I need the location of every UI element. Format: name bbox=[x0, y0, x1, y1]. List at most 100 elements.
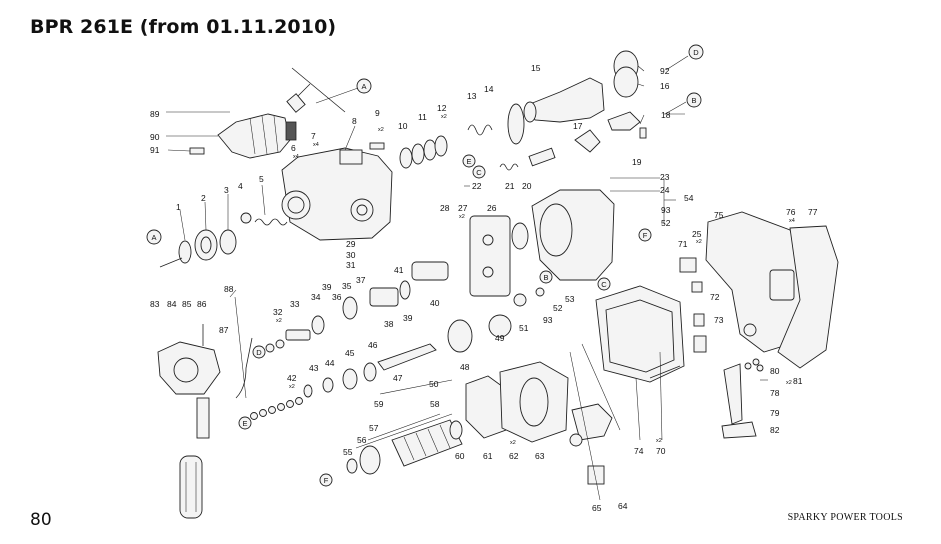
callout-29: 29 bbox=[346, 239, 356, 249]
callout-1: 1 bbox=[176, 202, 181, 212]
callout-87: 87 bbox=[219, 325, 229, 335]
callout-49: 49 bbox=[495, 333, 505, 343]
callout-43: 43 bbox=[309, 363, 319, 373]
callout-86: 86 bbox=[197, 299, 207, 309]
callout-92: 92 bbox=[660, 66, 670, 76]
callout-3: 3 bbox=[224, 185, 229, 195]
callout-26: 26 bbox=[487, 203, 497, 213]
quantity-marks: x2 x4 x4 x2 x2 x2 x2 x2 x2 x2 x4 x2 bbox=[276, 114, 795, 446]
callout-55: 55 bbox=[343, 447, 353, 457]
callout-42: 42 bbox=[287, 373, 297, 383]
callout-39-top: 39 bbox=[322, 282, 332, 292]
callout-24: 24 bbox=[660, 185, 670, 195]
svg-text:x2: x2 bbox=[656, 438, 662, 444]
svg-text:x4: x4 bbox=[293, 154, 299, 160]
callout-52-top: 52 bbox=[661, 218, 671, 228]
callout-25: 25 bbox=[692, 229, 702, 239]
leader-lines bbox=[166, 55, 768, 501]
callout-19: 19 bbox=[632, 157, 642, 167]
callout-7: 7 bbox=[311, 131, 316, 141]
callout-84: 84 bbox=[167, 299, 177, 309]
callout-51: 51 bbox=[519, 323, 529, 333]
reference-markers: A A D B E C B C F D E F bbox=[146, 44, 704, 487]
svg-text:D: D bbox=[693, 48, 699, 57]
motor-housing bbox=[595, 285, 685, 383]
callout-58: 58 bbox=[430, 399, 440, 409]
page-title: BPR 261E (from 01.11.2010) bbox=[30, 16, 337, 38]
callout-31: 31 bbox=[346, 260, 356, 270]
chuck-key bbox=[286, 67, 346, 113]
callout-17: 17 bbox=[573, 121, 583, 131]
callout-41: 41 bbox=[394, 265, 404, 275]
callout-59: 59 bbox=[374, 399, 384, 409]
svg-text:E: E bbox=[242, 419, 247, 428]
callout-33: 33 bbox=[290, 299, 300, 309]
middle-housing bbox=[469, 189, 615, 297]
callout-23: 23 bbox=[660, 172, 670, 182]
callout-30: 30 bbox=[346, 250, 356, 260]
switch-lever-parts bbox=[499, 111, 647, 171]
callout-18: 18 bbox=[661, 110, 671, 120]
svg-text:x2: x2 bbox=[459, 214, 465, 220]
callout-81: 81 bbox=[793, 376, 803, 386]
front-sleeve-parts bbox=[159, 212, 288, 268]
callout-90: 90 bbox=[150, 132, 160, 142]
callout-78: 78 bbox=[770, 388, 780, 398]
callout-48: 48 bbox=[460, 362, 470, 372]
springs-and-rings bbox=[369, 103, 525, 169]
svg-text:C: C bbox=[476, 168, 482, 177]
svg-text:F: F bbox=[643, 231, 648, 240]
callout-62: 62 bbox=[509, 451, 519, 461]
callout-79: 79 bbox=[770, 408, 780, 418]
drill-chuck bbox=[189, 113, 297, 159]
callout-53: 53 bbox=[565, 294, 575, 304]
callout-93-bottom: 93 bbox=[543, 315, 553, 325]
callout-76: 76 bbox=[786, 207, 796, 217]
callout-11: 11 bbox=[418, 112, 427, 122]
callout-34: 34 bbox=[311, 292, 321, 302]
callout-8: 8 bbox=[352, 116, 357, 126]
gear-housing bbox=[281, 147, 393, 241]
callout-80: 80 bbox=[770, 366, 780, 376]
callout-21: 21 bbox=[505, 181, 515, 191]
callout-70: 70 bbox=[656, 446, 666, 456]
callout-54: 54 bbox=[684, 193, 694, 203]
callout-45: 45 bbox=[345, 348, 355, 358]
callout-56: 56 bbox=[357, 435, 367, 445]
callout-36: 36 bbox=[332, 292, 342, 302]
callout-10: 10 bbox=[398, 121, 408, 131]
callout-38: 38 bbox=[384, 319, 394, 329]
callout-9: 9 bbox=[375, 108, 380, 118]
armature bbox=[346, 419, 463, 475]
svg-text:B: B bbox=[691, 96, 696, 105]
callout-50: 50 bbox=[429, 379, 439, 389]
svg-text:B: B bbox=[543, 273, 548, 282]
callout-27: 27 bbox=[458, 203, 468, 213]
callout-75: 75 bbox=[714, 210, 724, 220]
callout-37: 37 bbox=[356, 275, 366, 285]
callout-13: 13 bbox=[467, 91, 477, 101]
callout-61: 61 bbox=[483, 451, 493, 461]
svg-text:C: C bbox=[601, 280, 607, 289]
svg-text:D: D bbox=[256, 348, 262, 357]
side-handle bbox=[157, 324, 253, 519]
callout-32: 32 bbox=[273, 307, 283, 317]
callout-60: 60 bbox=[455, 451, 465, 461]
callout-93-top: 93 bbox=[661, 205, 671, 215]
callout-44: 44 bbox=[325, 358, 335, 368]
svg-text:x2: x2 bbox=[378, 127, 384, 133]
svg-text:E: E bbox=[466, 157, 471, 166]
svg-text:A: A bbox=[151, 233, 156, 242]
callout-52-bottom: 52 bbox=[553, 303, 563, 313]
callout-89: 89 bbox=[150, 109, 160, 119]
cord-and-cord-guard bbox=[721, 358, 764, 439]
callout-83: 83 bbox=[150, 299, 160, 309]
small-washers bbox=[250, 339, 303, 420]
callout-5: 5 bbox=[259, 174, 264, 184]
svg-text:x2: x2 bbox=[510, 440, 516, 446]
callout-47: 47 bbox=[393, 373, 403, 383]
page-number: 80 bbox=[30, 510, 52, 530]
rear-handle-housing bbox=[705, 211, 839, 369]
callout-73: 73 bbox=[714, 315, 724, 325]
